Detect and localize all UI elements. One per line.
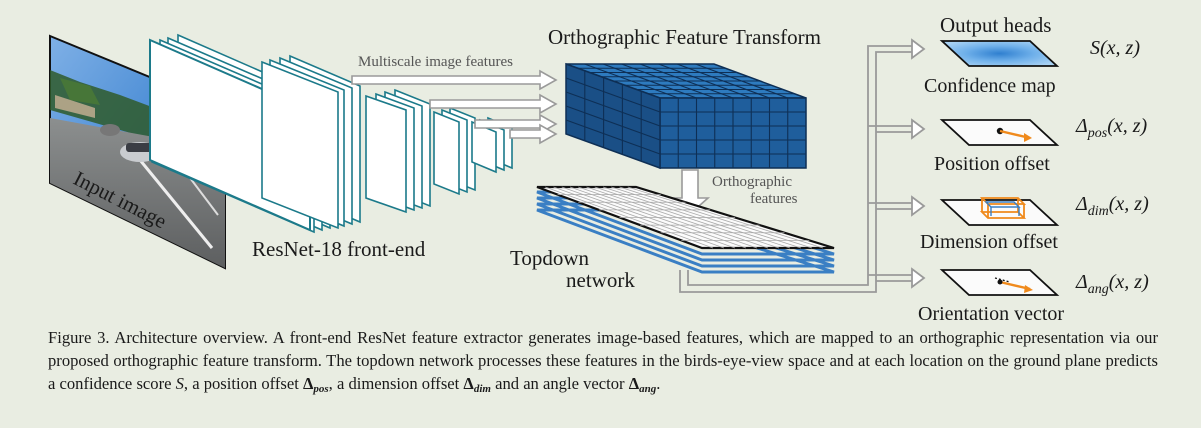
caption-text-3: , a dimension offset	[328, 374, 464, 393]
topdown-label-1: Topdown	[510, 246, 590, 270]
confidence-symbol: S(x, z)	[1090, 37, 1140, 59]
ortho-features-label-2: features	[750, 191, 798, 207]
caption-text-4: and an angle vector	[490, 374, 629, 393]
topdown-network	[536, 185, 835, 274]
caption-delta-dim: Δ	[463, 374, 474, 393]
architecture-figure: Input image ResNet-18 front-end Multisca…	[49, 13, 1149, 325]
caption-dim-sub: dim	[473, 383, 491, 395]
confidence-map-plane	[939, 40, 1060, 67]
position-offset-plane	[939, 119, 1060, 146]
resnet-label: ResNet-18 front-end	[252, 237, 426, 261]
position-symbol: Δpos(x, z)	[1075, 115, 1148, 141]
multiscale-arrows	[351, 69, 558, 145]
caption-text-1: Figure 3. Architecture overview. A front…	[48, 328, 1158, 393]
figure-caption: Figure 3. Architecture overview. A front…	[48, 326, 1158, 401]
resnet-stack	[149, 33, 513, 234]
multiscale-label: Multiscale image features	[358, 54, 513, 70]
dimension-offset-plane	[939, 197, 1060, 226]
caption-pos-sub: pos	[313, 383, 329, 395]
output-heads-label: Output heads	[940, 13, 1051, 37]
caption-delta-pos: Δ	[302, 374, 314, 393]
oft-cube	[565, 62, 807, 170]
caption-text-2: , a position offset	[183, 374, 303, 393]
heads-connector	[679, 38, 926, 293]
topdown-label-2: network	[566, 268, 635, 292]
dimension-symbol: Δdim(x, z)	[1075, 193, 1149, 219]
caption-text-5: .	[656, 374, 661, 393]
ortho-features-label-1: Orthographic	[712, 174, 792, 190]
position-offset-label: Position offset	[934, 153, 1050, 175]
caption-S: S	[175, 374, 184, 393]
confidence-map-label: Confidence map	[924, 75, 1056, 97]
oft-title: Orthographic Feature Transform	[548, 25, 821, 49]
orientation-symbol: Δang(x, z)	[1075, 271, 1149, 297]
caption-ang-sub: ang	[639, 383, 657, 395]
orientation-vector-plane	[939, 269, 1060, 296]
dimension-offset-label: Dimension offset	[920, 231, 1058, 253]
caption-delta-ang: Δ	[628, 374, 640, 393]
orientation-vector-label: Orientation vector	[918, 303, 1064, 325]
